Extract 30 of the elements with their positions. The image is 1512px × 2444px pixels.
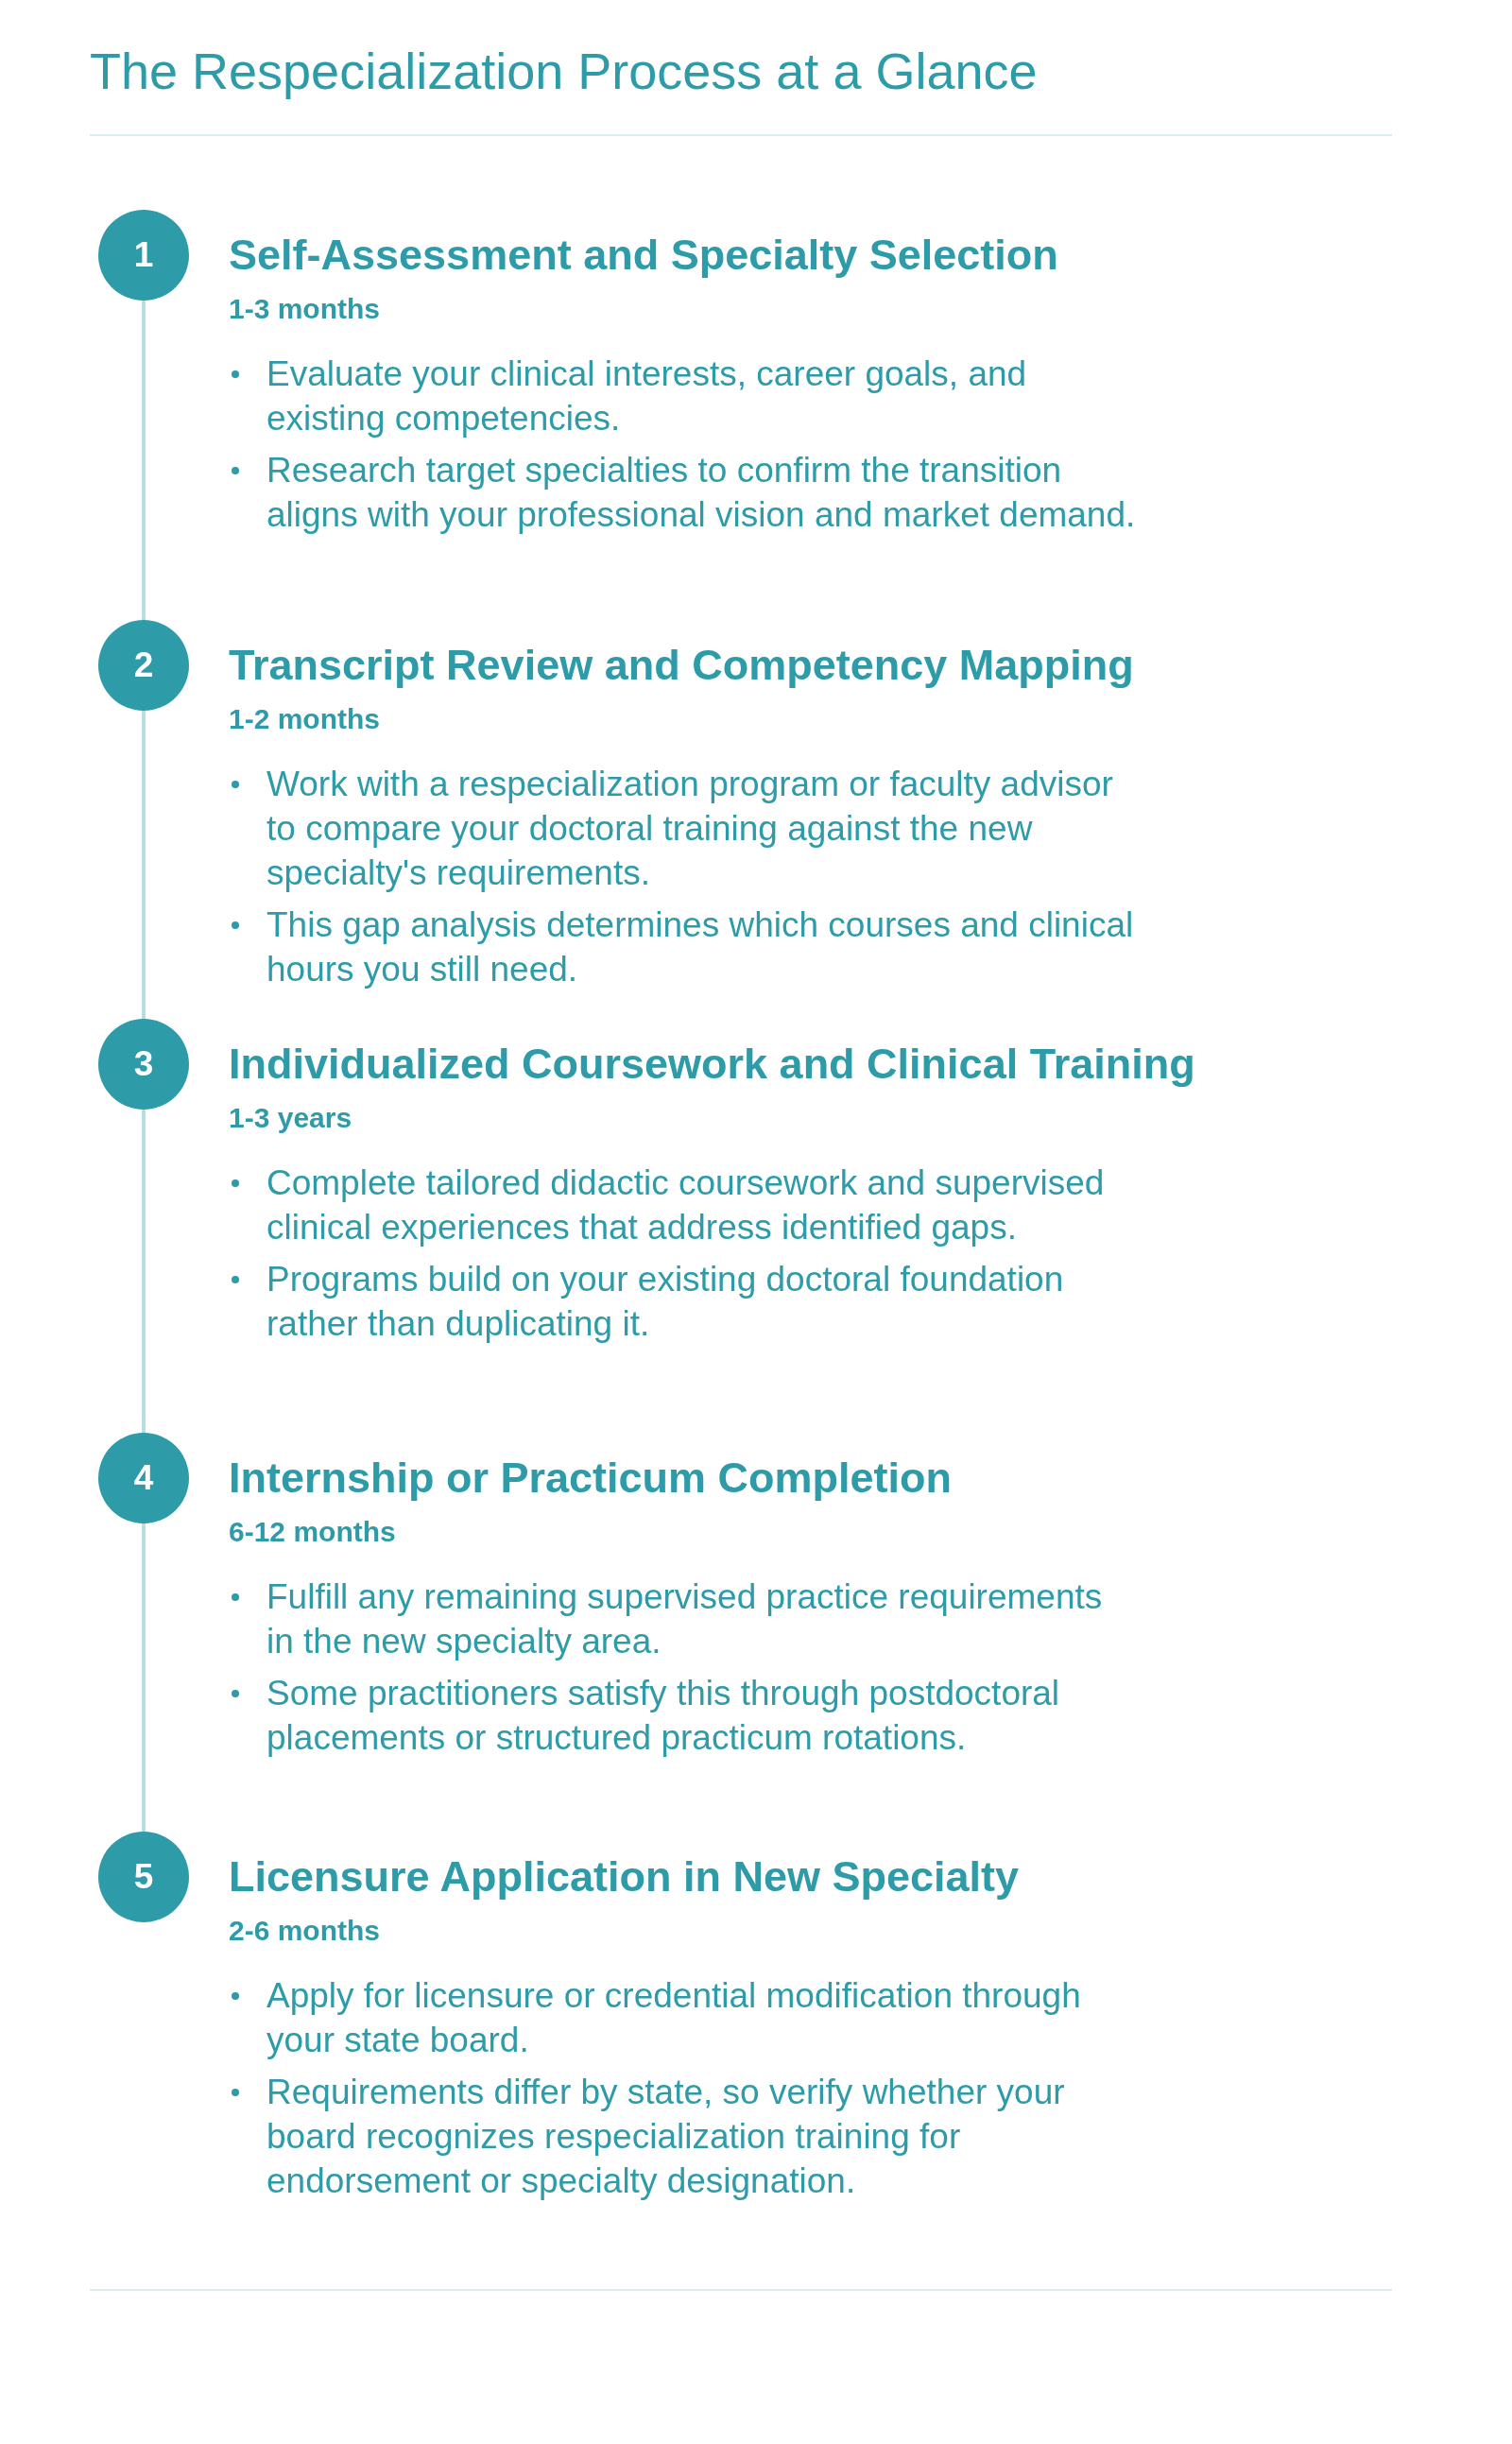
- duration-label: 1-3 years: [229, 1102, 352, 1134]
- bullet-text: Work with a respecialization program or faculty advisor to compare your doctoral training against the new specialty's requirements.: [266, 764, 1114, 894]
- step-heading: Transcript Review and Competency Mapping: [229, 640, 1134, 691]
- step-heading: Internship or Practicum Completion: [229, 1453, 953, 1504]
- duration-label: 6-12 months: [229, 1516, 396, 1548]
- bullet-text: Some practitioners satisfy this through postdoctoral placements or structured practicum rotations.: [266, 1673, 1061, 1759]
- step-heading: Individualized Coursework and Clinical Training: [229, 1039, 1195, 1090]
- bullet-text: Apply for licensure or credential modification through your state board.: [266, 1975, 1082, 2061]
- bullet-text: Requirements differ by state, so verify whether your board recognizes respecialization training for endorsement or specialty designation.: [266, 2072, 1066, 2202]
- bullet-text: Research target specialties to confirm the transition aligns with your professional vision and market demand.: [266, 450, 1137, 536]
- bullet-text: Programs build on your existing doctoral foundation rather than duplicating it.: [266, 1259, 1065, 1345]
- step-circle: 5: [98, 1832, 189, 1922]
- bullet-text: Fulfill any remaining supervised practice requirements in the new specialty area.: [266, 1576, 1104, 1662]
- duration-label: 2-6 months: [229, 1915, 381, 1947]
- connector-line: [142, 1523, 146, 1832]
- bullet-text: Complete tailored didactic coursework and supervised clinical experiences that address identified gaps.: [266, 1162, 1106, 1248]
- step-circle: 2: [98, 620, 189, 711]
- step-circle: 4: [98, 1433, 189, 1523]
- connector-line: [142, 1110, 146, 1433]
- step-heading: Licensure Application in New Specialty: [229, 1851, 1020, 1902]
- bullet-text: Evaluate your clinical interests, career goals, and existing competencies.: [266, 353, 1028, 439]
- page-title: The Respecialization Process at a Glance: [90, 42, 1038, 101]
- duration-label: 1-3 months: [229, 293, 381, 325]
- connector-line: [142, 711, 146, 1019]
- step-circle: 1: [98, 210, 189, 301]
- connector-line: [142, 301, 146, 620]
- step-heading: Self-Assessment and Specialty Selection: [229, 230, 1058, 281]
- step-circle: 3: [98, 1019, 189, 1110]
- duration-label: 1-2 months: [229, 703, 381, 735]
- bullet-text: This gap analysis determines which courses and clinical hours you still need.: [266, 904, 1135, 990]
